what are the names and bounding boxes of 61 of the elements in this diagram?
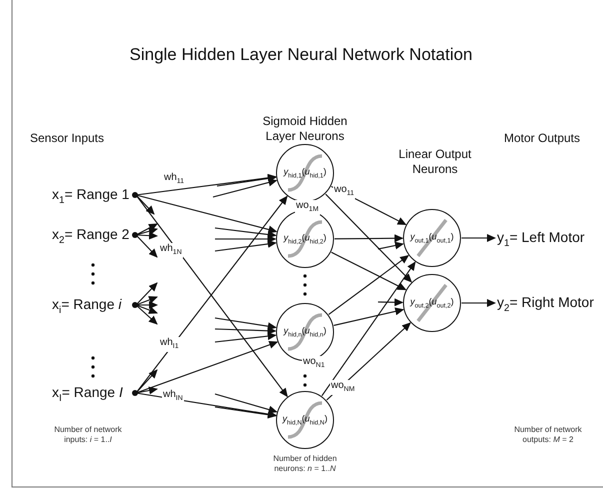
- arrow: [136, 224, 158, 236]
- edge-label: wh$_{I1}$: [159, 337, 180, 352]
- input-label: x$_{1}$= Range 1: [52, 186, 130, 206]
- arrow: [136, 174, 277, 196]
- column-heading: Sensor Inputs: [28, 131, 106, 146]
- arrow: [214, 240, 277, 252]
- arrow: [136, 304, 158, 314]
- arrow: [136, 227, 158, 236]
- arrow: [462, 299, 496, 307]
- arrow: [331, 186, 407, 226]
- arrow: [136, 340, 278, 394]
- arrow: [136, 194, 155, 215]
- arrow: [331, 252, 407, 290]
- arrow: [136, 282, 158, 306]
- note-text: Number of network outputs: M = 2: [513, 425, 583, 445]
- arrow: [378, 242, 404, 250]
- input-label: x$_{2}$= Range 2: [52, 226, 130, 246]
- arrow: [136, 232, 158, 240]
- column-heading: Motor Outputs: [502, 131, 582, 146]
- arrow: [214, 393, 278, 414]
- edge-label: wh$_{IN}$: [162, 389, 184, 404]
- edge-label: wh$_{1N}$: [159, 243, 183, 258]
- arrow: [462, 234, 496, 242]
- arrow: [136, 386, 158, 394]
- arrow: [214, 332, 277, 343]
- note-text: Number of network inputs: i = 1..I: [53, 425, 123, 445]
- arrow: [334, 307, 404, 326]
- arrow: [334, 234, 404, 242]
- arrow: [136, 301, 158, 309]
- arrow: [214, 227, 277, 238]
- input-label: x$_{i}$= Range i: [52, 296, 122, 316]
- arrow: [212, 178, 278, 198]
- arrow: [214, 317, 277, 330]
- column-heading: Linear Output Neurons: [398, 147, 472, 177]
- arrow: [214, 326, 277, 335]
- arrow: [136, 296, 158, 306]
- arrow: [321, 261, 416, 396]
- arrow: [136, 194, 278, 234]
- arrow: [325, 194, 412, 283]
- edge-label: wo$_{NM}$: [330, 380, 356, 395]
- arrow: [328, 254, 410, 315]
- column-heading: Sigmoid Hidden Layer Neurons: [262, 114, 348, 144]
- input-label: x$_{I}$= Range I: [52, 384, 123, 404]
- arrow: [136, 304, 158, 325]
- neuron-label: y$_{hid,2}$(u$_{hid,2}$): [284, 232, 326, 246]
- neuron-label: y$_{hid,N}$(u$_{hid,N}$): [282, 414, 328, 426]
- arrow: [216, 174, 277, 187]
- output-label: y$_{2}$= Right Motor: [497, 294, 594, 314]
- diagram-title: Single Hidden Layer Neural Network Notation: [130, 45, 472, 65]
- arrow: [214, 406, 277, 419]
- note-text: Number of hidden neurons: n = 1..N: [272, 454, 338, 474]
- arrow: [215, 235, 276, 243]
- edge-label: wo$_{1M}$: [295, 200, 320, 215]
- arrow: [136, 234, 158, 258]
- neuron-label: y$_{hid,n}$(u$_{hid,n}$): [284, 326, 326, 338]
- arrow: [136, 369, 158, 394]
- output-label: y$_{1}$= Left Motor: [497, 229, 585, 249]
- neuron-label: y$_{hid,1}$(u$_{hid,1}$): [284, 166, 326, 180]
- edge-label: wo$_{N1}$: [302, 356, 326, 371]
- arrow: [378, 298, 404, 306]
- edge-label: wo$_{11}$: [333, 184, 356, 199]
